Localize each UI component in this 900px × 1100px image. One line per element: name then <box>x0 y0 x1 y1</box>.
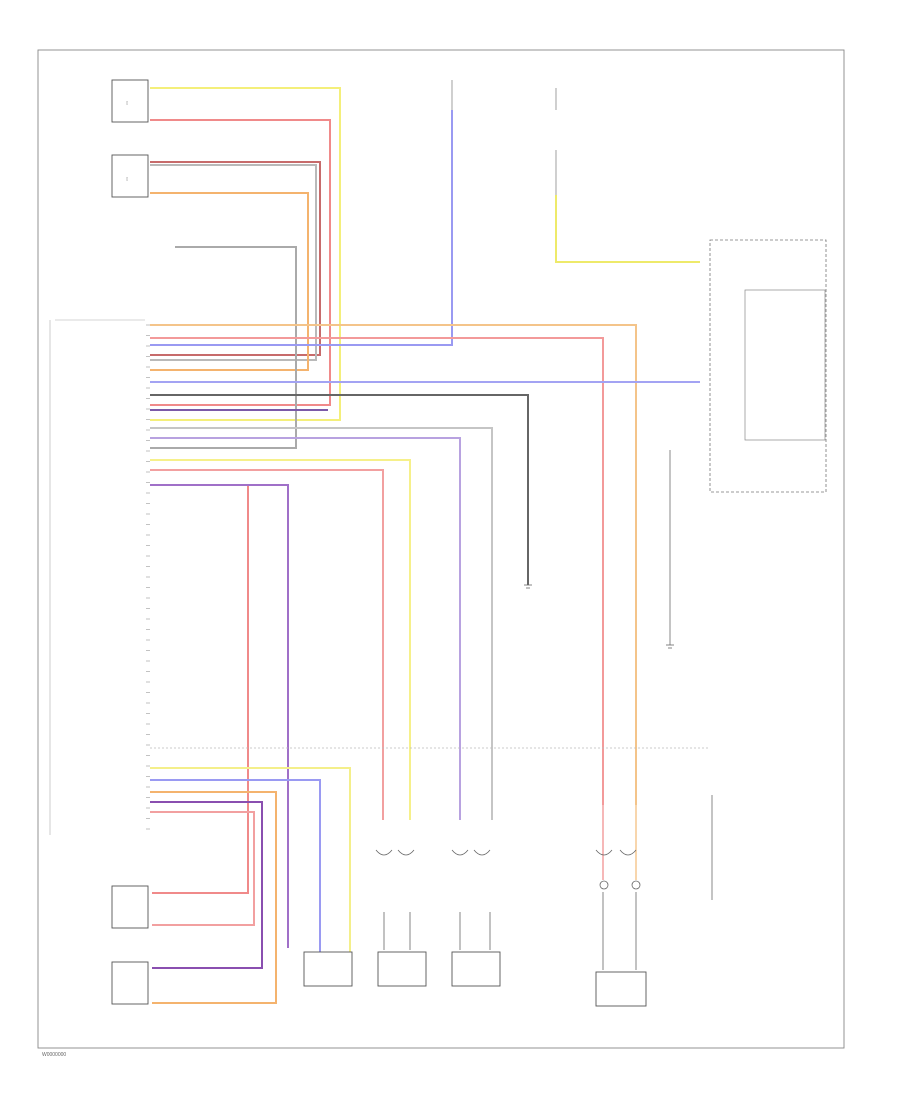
module-pin-ticks <box>146 324 150 830</box>
wire-red-4 <box>150 484 249 894</box>
wire-yellow-top-right <box>555 195 700 263</box>
sensor-glyph-2: ▯ <box>126 176 128 181</box>
connector-breaks <box>375 849 641 970</box>
wire-blue-5 <box>150 779 321 955</box>
wire-purple-2 <box>150 437 461 820</box>
passenger-seat-sensor <box>111 154 149 198</box>
wire-yellow-1 <box>150 87 341 421</box>
wire-purple-5 <box>150 801 263 969</box>
wire-orange-5 <box>150 791 277 1004</box>
wire-red-1 <box>150 119 331 406</box>
driver-airbag-module <box>303 951 353 987</box>
sensor-glyph-1: ▯ <box>126 100 128 105</box>
diagram-border <box>37 49 845 1049</box>
wire-pink-3 <box>150 469 384 820</box>
wire-grey-1 <box>150 164 317 361</box>
ground-symbol-1 <box>524 584 532 589</box>
wire-group <box>150 87 713 1004</box>
wire-brown-red <box>150 161 321 356</box>
passenger-airbag-module <box>377 951 427 987</box>
passenger-seat-belt-sensor <box>111 885 149 929</box>
footer-code: W0000000 <box>42 1052 66 1058</box>
wire-violet-4 <box>150 484 289 948</box>
ground-symbol-2 <box>666 644 674 649</box>
wire-orange-2 <box>150 324 637 805</box>
wire-pink-2 <box>150 337 604 805</box>
wire-darkgrey <box>150 394 529 585</box>
front-passenger-weight-sensor <box>111 961 149 1005</box>
wire-grey-3 <box>150 427 493 820</box>
side-airbag-module <box>451 951 501 987</box>
wire-blue-1 <box>150 110 453 346</box>
wire-yellow-5 <box>150 767 351 955</box>
fuse-feed-top <box>451 80 557 195</box>
instrument-cluster <box>709 239 827 493</box>
wire-yellow-3 <box>150 459 411 820</box>
module-connector-pins <box>49 319 145 835</box>
driver-seat-belt-sensor <box>111 79 149 123</box>
wire-orange-1 <box>150 192 309 371</box>
airbag-warning-lamp <box>744 289 826 441</box>
wire-pink-5 <box>150 811 255 926</box>
wire-grey-2 <box>150 246 297 449</box>
seat-belt-pretensioner <box>595 971 647 1007</box>
